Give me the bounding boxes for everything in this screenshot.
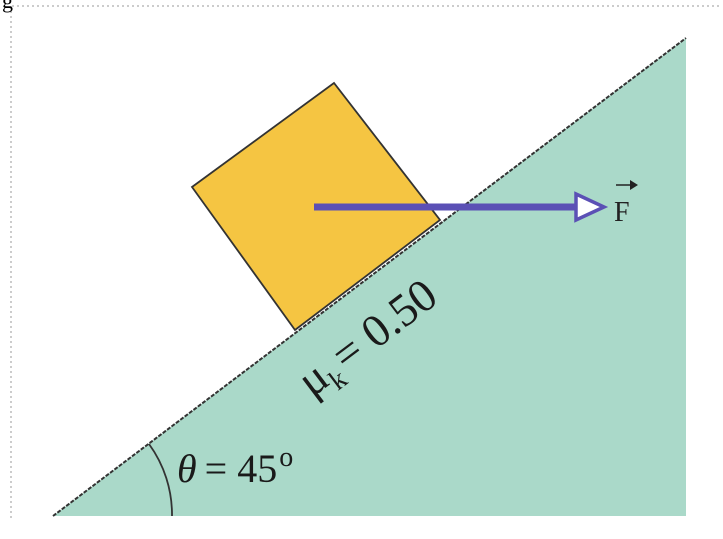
theta-symbol: θ <box>177 446 197 491</box>
force-arrow-head <box>574 191 609 223</box>
angle-value: = 45 <box>205 446 278 491</box>
angle-label: θ= 45o <box>177 442 293 491</box>
force-label: F <box>614 197 630 228</box>
cropped-text-fragment: g <box>2 0 13 13</box>
incline-surface <box>52 37 687 517</box>
degree-mark: o <box>279 442 293 473</box>
angle-arc <box>148 443 173 517</box>
force-vector-arrow-icon <box>616 180 638 190</box>
